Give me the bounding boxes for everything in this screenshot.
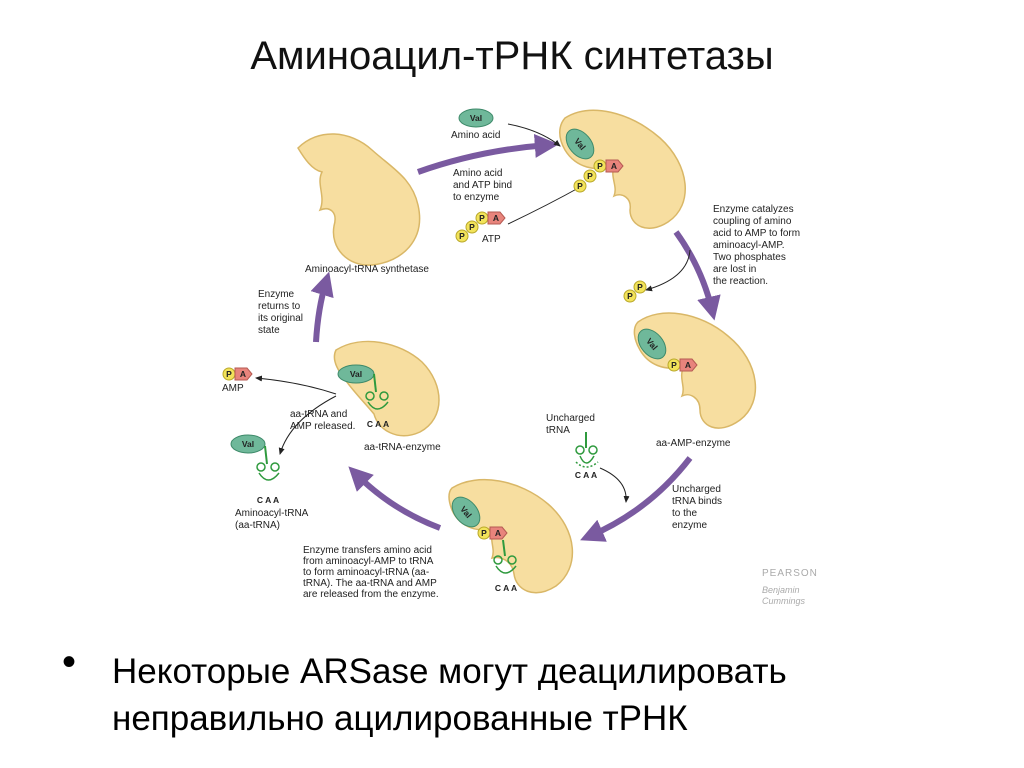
svg-text:A: A: [611, 161, 617, 171]
svg-text:P: P: [637, 282, 643, 292]
enzyme-aa-amp: [633, 312, 757, 429]
pyrophosphate: P P: [623, 280, 647, 303]
bullet-text: Некоторые ARSase могут деацилировать неп…: [112, 648, 992, 742]
bound-aa-amp: Val P A: [637, 328, 698, 372]
label-uncharged-binds: Uncharged tRNA binds to the enzyme: [672, 484, 725, 531]
svg-text:Val: Val: [242, 439, 254, 449]
cycle-arrow-bottom-right: [580, 456, 693, 542]
bound-aa-amp-trna: Val P A C A A: [451, 496, 517, 593]
bound-aa-trna: Val C A A: [337, 364, 389, 429]
label-enzyme-returns: Enzyme returns to its original state: [258, 289, 306, 336]
svg-text:P: P: [577, 181, 583, 191]
bullet-line-2: неправильно ацилированные тРНК: [112, 699, 688, 738]
label-enzyme-transfers: Enzyme transfers amino acid from aminoac…: [303, 545, 439, 600]
atp-molecule: P P P A: [455, 211, 506, 243]
svg-text:P: P: [226, 369, 232, 379]
cycle-arrow-bottom-left: [348, 466, 442, 531]
arrow-pp-out: [645, 249, 691, 292]
label-synthetase: Aminoacyl-tRNA synthetase: [305, 264, 429, 275]
arrow-aatrna-out: [278, 395, 337, 455]
svg-text:C A A: C A A: [257, 495, 279, 505]
svg-text:P: P: [469, 222, 475, 232]
arrow-atp-in: [507, 185, 583, 225]
svg-text:P: P: [459, 231, 465, 241]
svg-text:PEARSON: PEARSON: [762, 568, 818, 579]
label-aminoacyl-trna: Aminoacyl-tRNA (aa-tRNA): [235, 508, 311, 531]
svg-text:Val: Val: [350, 369, 362, 379]
label-uncharged-trna: Uncharged tRNA: [546, 413, 598, 436]
uncharged-trna: C A A: [575, 432, 599, 480]
svg-text:P: P: [671, 360, 677, 370]
bullet-marker: •: [62, 640, 77, 684]
slide-title: Аминоацил-тРНК синтетазы: [250, 34, 774, 78]
enzyme-bound-atp: [559, 109, 686, 229]
svg-text:P: P: [481, 528, 487, 538]
svg-text:Benjamin: Benjamin: [762, 585, 800, 595]
released-amp: P A: [222, 367, 253, 381]
enzyme-free: [297, 133, 421, 266]
label-amp: AMP: [222, 383, 244, 394]
cycle-arrow-top: [416, 134, 559, 175]
svg-text:P: P: [597, 161, 603, 171]
amino-acid-val: Val: [458, 108, 494, 128]
arrow-trna-in: [599, 467, 630, 503]
cycle-arrow-left: [310, 271, 334, 343]
svg-text:C A A: C A A: [495, 583, 517, 593]
label-enzyme-catalyzes: Enzyme catalyzes coupling of amino acid …: [713, 204, 803, 287]
svg-text:Cummings: Cummings: [762, 596, 806, 606]
label-aa-amp-enzyme: aa-AMP-enzyme: [656, 438, 731, 449]
cycle-arrow-right: [673, 230, 721, 321]
svg-text:Val: Val: [470, 113, 482, 123]
svg-text:P: P: [627, 291, 633, 301]
enzyme-trna-bound: [448, 478, 574, 594]
svg-text:C A A: C A A: [367, 419, 389, 429]
label-aa-trna-released: aa-tRNA and AMP released.: [290, 409, 355, 432]
label-amino-acid-atp-bind: Amino acid and ATP bind to enzyme: [453, 168, 515, 203]
arrow-amp-out: [255, 375, 337, 395]
svg-text:A: A: [685, 360, 691, 370]
svg-text:A: A: [240, 369, 246, 379]
arrow-amino-acid-in: [507, 123, 561, 147]
svg-text:C A A: C A A: [575, 470, 597, 480]
trna-synthetase-cycle-diagram: Val P P P A Val P P P A P P Val P A C A: [222, 108, 818, 606]
bound-val-atp: Val P P P A: [565, 128, 624, 193]
svg-text:P: P: [479, 213, 485, 223]
svg-text:A: A: [495, 528, 501, 538]
svg-text:A: A: [493, 213, 499, 223]
label-aa-trna-enzyme: aa-tRNA-enzyme: [364, 442, 441, 453]
svg-text:P: P: [587, 171, 593, 181]
label-atp: ATP: [482, 234, 501, 245]
bullet-line-1: Некоторые ARSase могут деацилировать: [112, 652, 787, 691]
publisher-logo: PEARSON Benjamin Cummings: [762, 568, 818, 606]
label-amino-acid: Amino acid: [451, 130, 500, 141]
released-aa-trna: Val C A A: [230, 434, 280, 505]
